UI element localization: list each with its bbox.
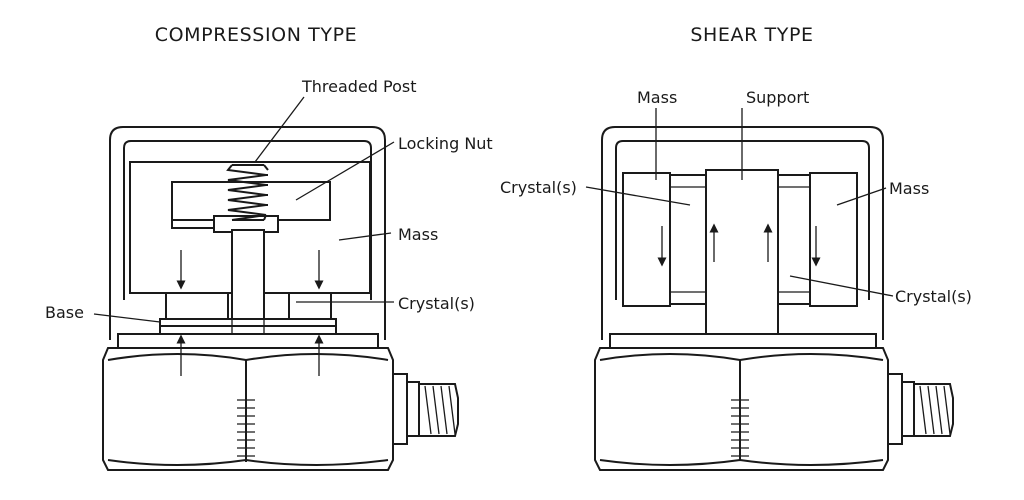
label-locking-nut: Locking Nut [398, 134, 493, 153]
label-threaded-post: Threaded Post [301, 77, 417, 96]
shear-mass-left [622, 172, 671, 307]
compression-locking-nut [171, 181, 331, 221]
compression-hex-body [102, 347, 394, 471]
label-mass: Mass [398, 225, 438, 244]
label-mass-right: Mass [889, 179, 929, 198]
compression-crystals [165, 292, 332, 320]
shear-support [705, 169, 779, 335]
shear-base [609, 333, 877, 349]
compression-type-panel: COMPRESSION TYPE [45, 24, 493, 471]
shear-crystals [669, 174, 811, 305]
shear-title: SHEAR TYPE [690, 24, 813, 46]
compression-connector [392, 373, 459, 445]
label-crystals: Crystal(s) [398, 294, 475, 313]
shear-mass-right [809, 172, 858, 307]
shear-type-panel: SHEAR TYPE [500, 24, 972, 471]
label-crystals-right: Crystal(s) [895, 287, 972, 306]
shear-hex-body [594, 347, 889, 471]
label-support: Support [746, 88, 809, 107]
label-mass-left: Mass [637, 88, 677, 107]
compression-title: COMPRESSION TYPE [155, 24, 358, 46]
shear-connector [887, 373, 954, 445]
compression-base [117, 318, 379, 349]
label-crystals-left: Crystal(s) [500, 178, 577, 197]
compression-housing [109, 126, 386, 340]
label-base: Base [45, 303, 84, 322]
